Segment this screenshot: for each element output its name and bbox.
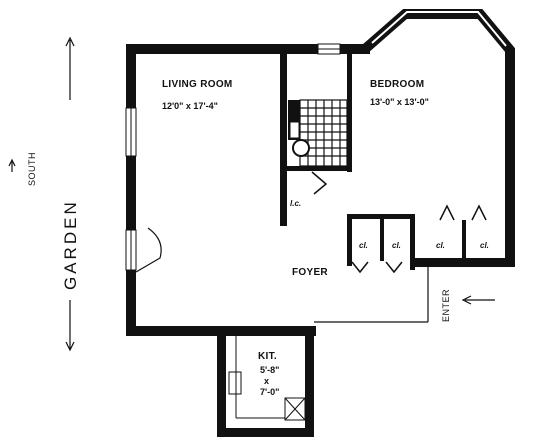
enter-label: ENTER [441,288,451,322]
kitchen-label: KIT. [258,351,277,362]
kitchen-dim-line2: x [264,376,270,386]
garden-arrow-top [65,36,75,100]
closet-door-4 [471,204,487,221]
closet-label-2: cl. [392,241,401,250]
partition-wall [280,54,287,226]
bay-window-glass [371,11,507,47]
east-south-wall [415,258,515,267]
bay-window-wall [361,9,515,62]
closet-label-1: cl. [359,241,368,250]
bath-sink [289,121,300,139]
closet-door-3 [439,204,455,221]
living-west-wall [126,44,136,336]
living-window-lower [125,229,137,271]
kitchen-east-wall [305,326,314,436]
closet-label-3: cl. [436,241,445,250]
kitchen-west-wall [217,326,226,436]
closet-divider [380,216,384,261]
toilet [292,139,310,157]
kitchen-south-wall [217,428,314,437]
south-arrow [8,158,16,172]
living-room-dimensions: 12'0" x 17'-4" [162,101,218,111]
bedroom-label: BEDROOM [370,79,425,90]
north-window [317,43,341,55]
closet-label-4: cl. [480,241,489,250]
foyer-label: FOYER [292,267,328,278]
bath-south-wall [287,166,352,171]
garden-arrow-bottom [65,300,75,352]
closet-east-divider [462,220,466,260]
closet-door-2 [385,261,403,274]
living-room-label: LIVING ROOM [162,79,233,90]
living-door-swing [135,227,162,273]
linen-closet-label: l.c. [290,199,302,208]
bedroom-east-wall [505,60,515,265]
kitchen-counter [228,336,306,421]
living-window-upper [125,107,137,157]
north-wall [126,44,370,54]
kitchen-dim-line3: 7'-0" [260,387,280,397]
closet-door-1 [351,261,369,274]
kitchen-dim-line1: 5'-8" [260,365,280,375]
bath-door-swing [311,171,328,195]
garden-label: GARDEN [61,199,80,290]
closet-block-west [347,214,352,266]
bath-east-wall [347,54,352,172]
south-label: SOUTH [27,152,37,186]
bedroom-dimensions: 13'-0" x 13'-0" [370,97,429,107]
closet-block-east [410,214,415,270]
enter-arrow [461,295,495,305]
bath-tile-grid [299,99,348,167]
